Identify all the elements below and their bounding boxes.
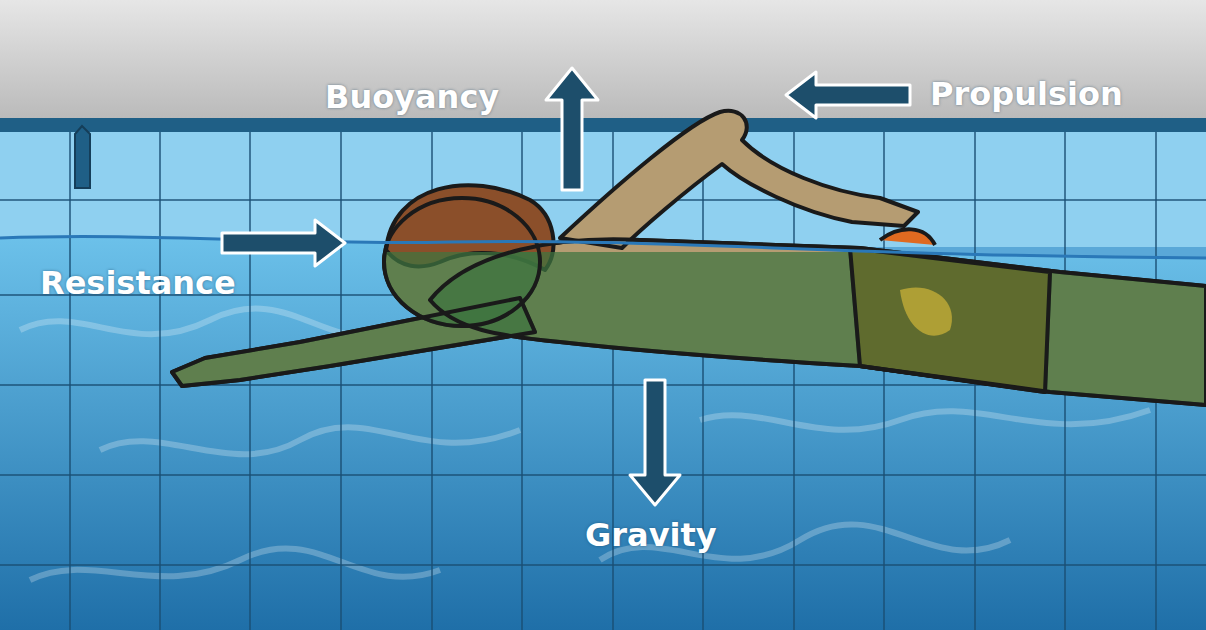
force-label: Propulsion [930, 77, 1123, 112]
force-label: Gravity [585, 518, 717, 553]
force-label: Resistance [40, 266, 236, 301]
force-label: Buoyancy [325, 80, 499, 115]
